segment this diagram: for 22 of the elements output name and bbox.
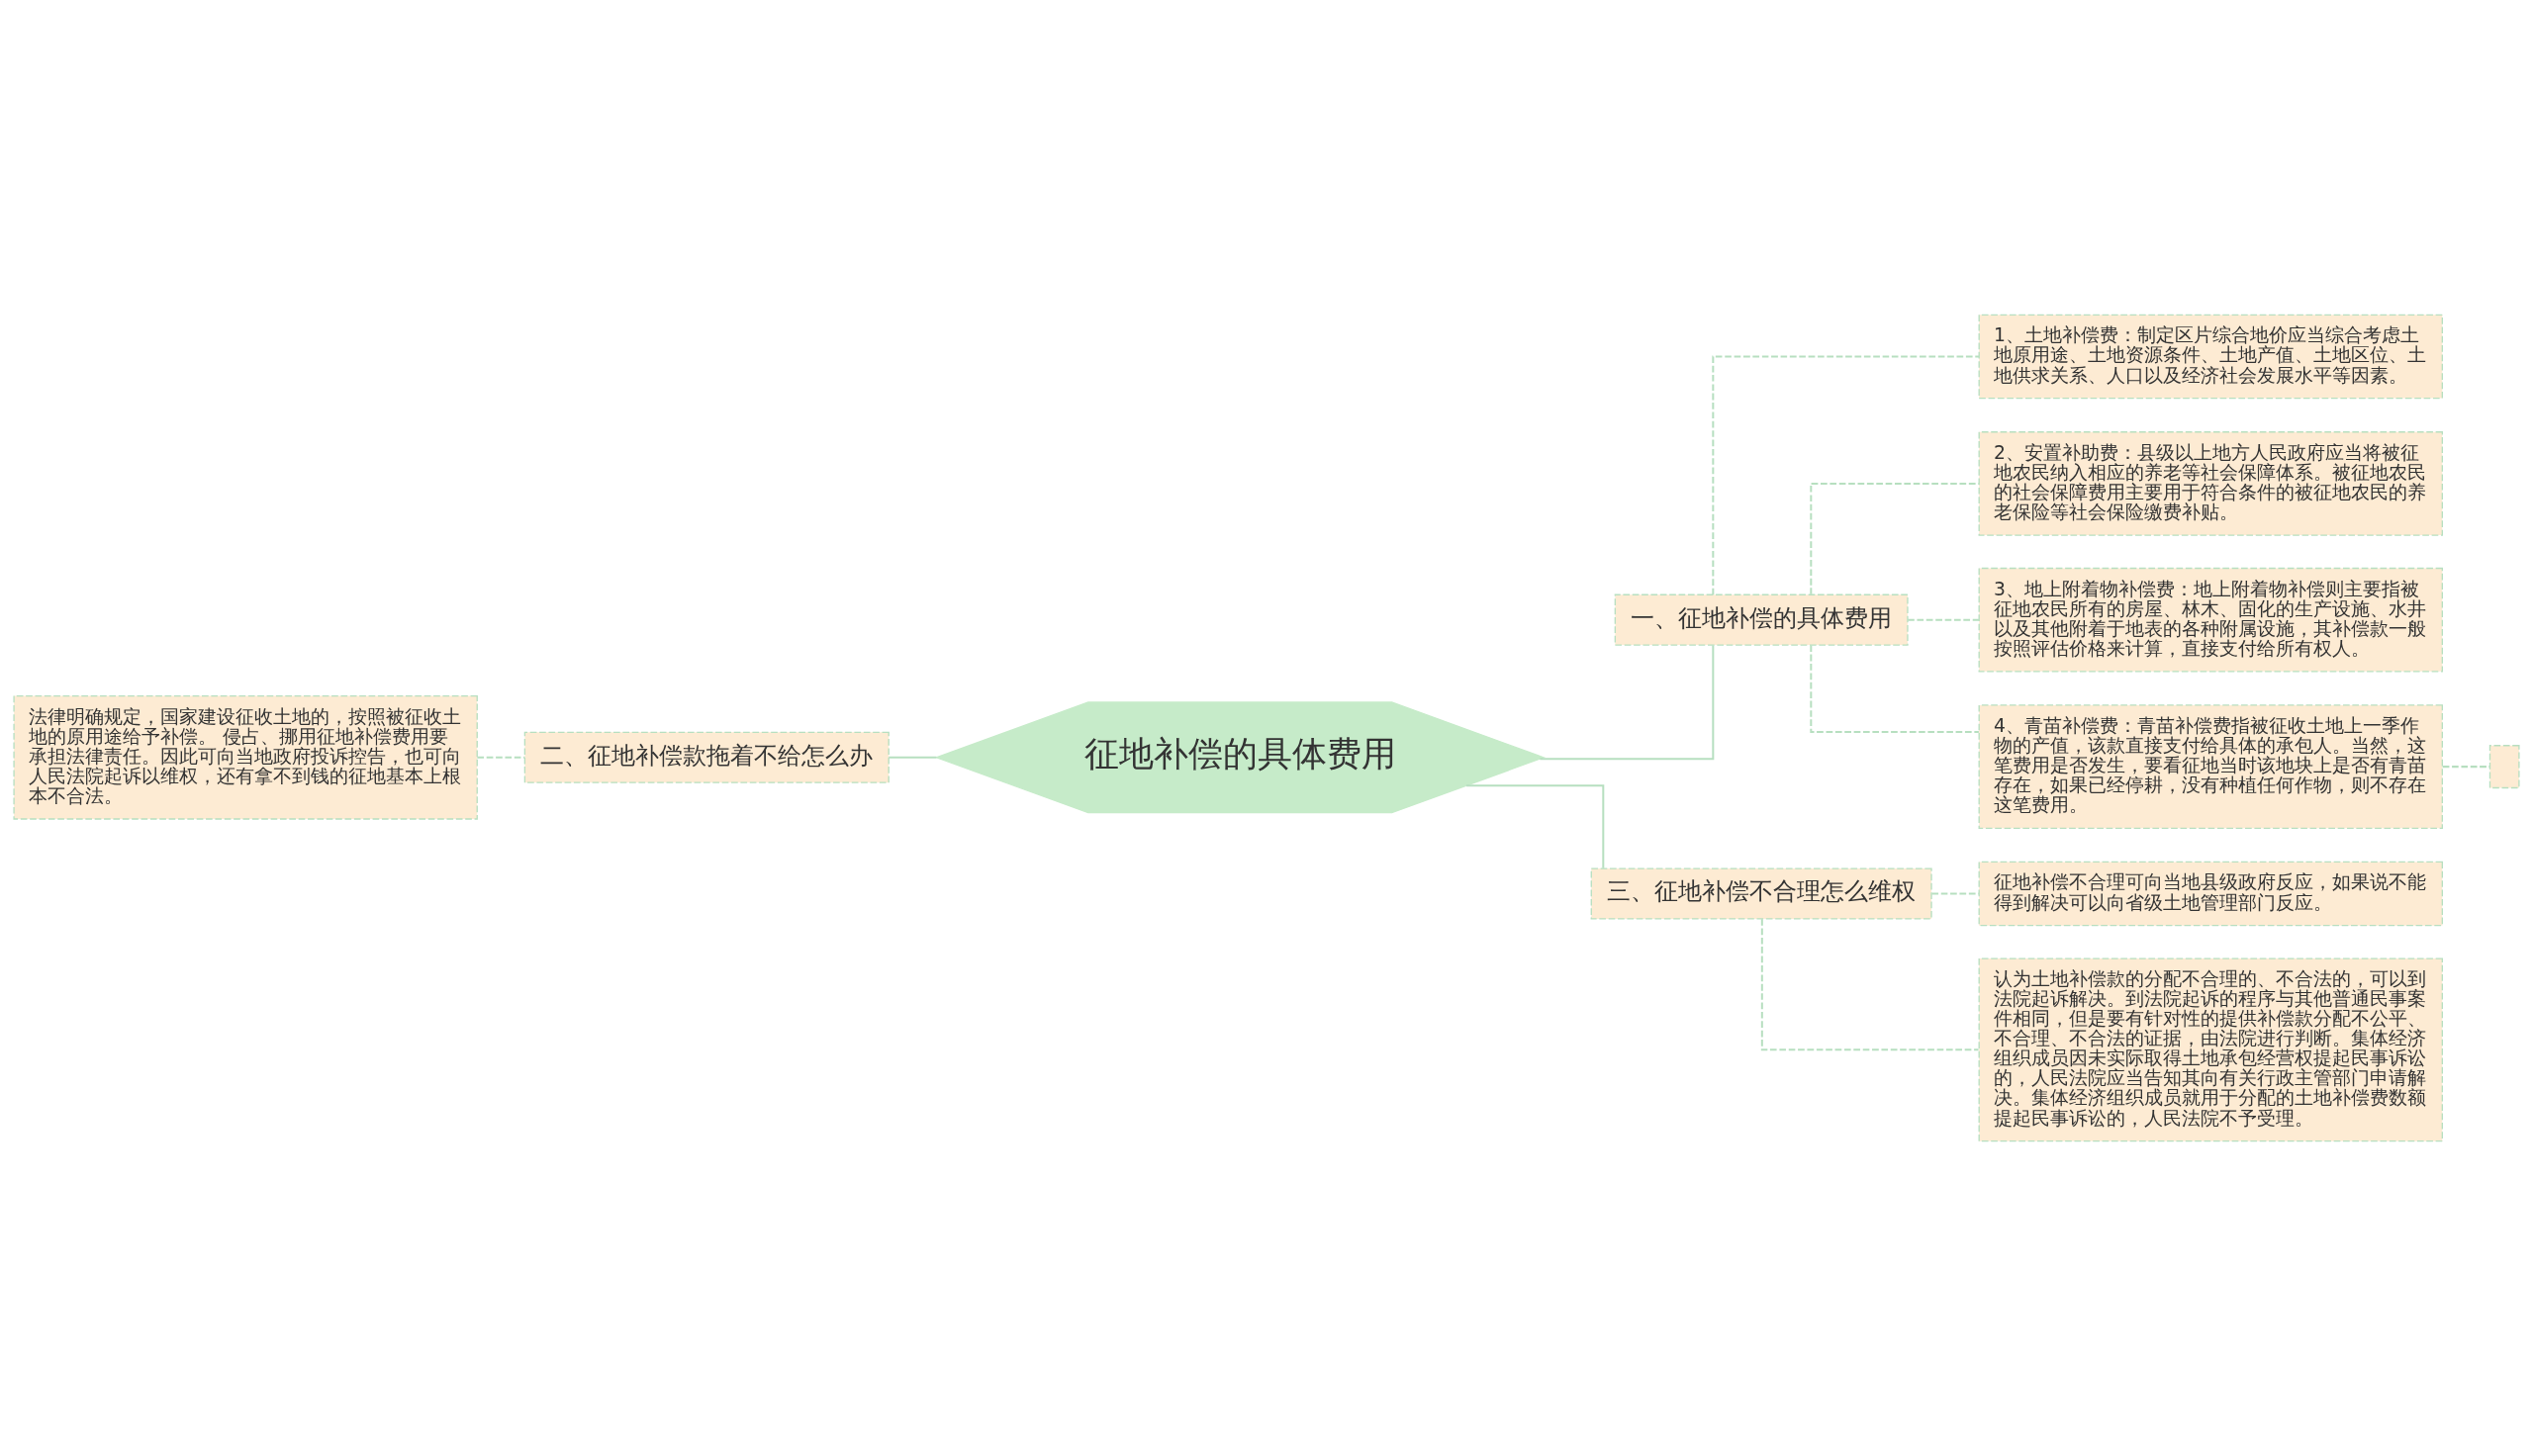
connector <box>889 756 937 759</box>
node-box <box>2488 745 2520 789</box>
node-box: 征地补偿不合理可向当地县级政府反应，如果说不能得到解决可以向省级土地管理部门反应。 <box>1978 861 2443 927</box>
node-box: 三、征地补偿不合理怎么维权 <box>1590 867 1932 920</box>
connector <box>477 756 525 759</box>
node-box: 4、青苗补偿费：青苗补偿费指被征收土地上一季作物的产值，该款直接支付给具体的承包人。当然，这笔费用是否发生，要看征地当时该地块上是否有青苗存在，如果已经停耕，没有种植任何作物，则不存在这笔费用。 <box>1978 704 2443 829</box>
node-box: 一、征地补偿的具体费用 <box>1614 593 1909 646</box>
node-box: 1、土地补偿费：制定区片综合地价应当综合考虑土地原用途、土地资源条件、土地产值、土地区位、土地供求关系、人口以及经济社会发展水平等因素。 <box>1978 314 2443 400</box>
connector <box>1810 482 1979 594</box>
connector <box>2442 766 2490 769</box>
connector <box>1712 355 1980 595</box>
node-box: 3、地上附着物补偿费：地上附着物补偿则主要指被征地农民所有的房屋、林木、固化的生产设施、水井以及其他附着于地表的各种附属设施，其补偿款一般按照评估价格来计算，直接支付给所有权人。 <box>1978 567 2443 673</box>
connector <box>1540 645 1715 761</box>
node-box: 认为土地补偿款的分配不合理的、不合法的，可以到法院起诉解决。到法院起诉的程序与其他普通民事案件相同，但是要有针对性的提供补偿款分配不公平、不合理、不合法的证据，由法院进行判断。集体经济组织成员因未实际取得土地承包经营权提起民事诉讼的，人民法院应当告知其向有关行政主管部门申请解决。集体经济组织成员就用于分配的土地补偿费数额提起民事诉讼的，人民法院不予受理。 <box>1978 957 2443 1142</box>
connector <box>1466 784 1605 868</box>
connector <box>1760 919 1979 1051</box>
node-box: 法律明确规定，国家建设征收土地的，按照被征收土地的原用途给予补偿。 侵占、挪用征地补偿费用要承担法律责任。因此可向当地政府投诉控告，也可向人民法院起诉以维权，还有拿不到钱的征地基本上根本不合法。 <box>13 694 478 820</box>
connector <box>1931 892 1979 895</box>
node-box: 二、征地补偿款拖着不给怎么办 <box>523 731 890 783</box>
node-box: 2、安置补助费：县级以上地方人民政府应当将被征地农民纳入相应的养老等社会保障体系。被征地农民的社会保障费用主要用于符合条件的被征地农民的养老保险等社会保险缴费补贴。 <box>1978 431 2443 536</box>
connector <box>1908 618 1979 621</box>
connector <box>1810 645 1979 734</box>
